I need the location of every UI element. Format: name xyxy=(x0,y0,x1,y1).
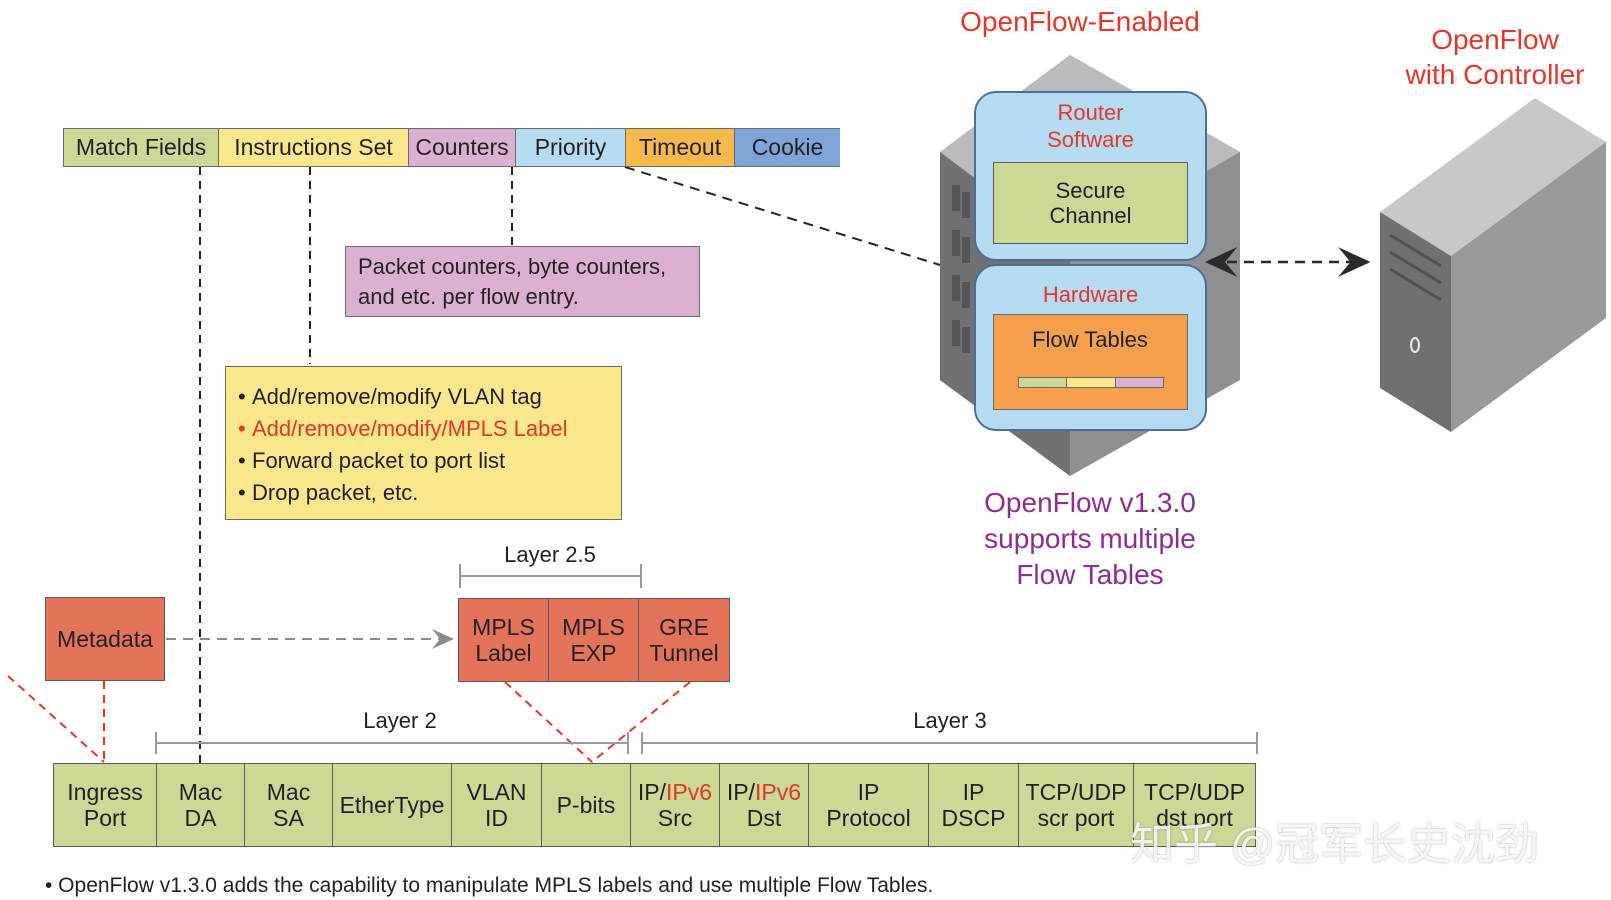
header-field-priority: Priority xyxy=(516,129,626,166)
server-drive-slots xyxy=(1389,233,1442,302)
instructions-list: Add/remove/modify VLAN tag Add/remove/mo… xyxy=(238,381,609,509)
version-note: OpenFlow v1.3.0 supports multiple Flow T… xyxy=(984,487,1196,590)
instruction-item: Add/remove/modify VLAN tag xyxy=(238,381,609,413)
flow-table-strip xyxy=(1018,377,1164,388)
layer3-label: Layer 3 xyxy=(913,708,987,733)
header-field-match-fields: Match Fields xyxy=(64,129,219,166)
footnote: • OpenFlow v1.3.0 adds the capability to… xyxy=(45,874,934,897)
router-software-panel: Router Software Secure Channel xyxy=(974,91,1207,261)
flow-tables-box: Flow Tables xyxy=(993,314,1188,410)
counters-note: Packet counters, byte counters, and etc.… xyxy=(345,246,700,317)
flow-table-segment xyxy=(1067,378,1116,387)
watermark: 知乎 @冠军长史沈劲 xyxy=(1130,820,1539,869)
field-tcp-udp-dst-port: TCP/UDP dst port xyxy=(1133,763,1256,847)
flow-table-segment xyxy=(1019,378,1068,387)
mpls-label-cell: MPLS Label xyxy=(458,598,549,682)
router-title: OpenFlow-Enabled xyxy=(960,6,1200,37)
layer25-bracket xyxy=(459,564,642,588)
router-ports xyxy=(952,185,970,353)
instruction-item: Drop packet, etc. xyxy=(238,477,609,509)
field-vlan-id: VLAN ID xyxy=(451,763,542,847)
ipv6-highlight: IPv6 xyxy=(666,778,713,805)
instruction-item: Add/remove/modify/MPLS Label xyxy=(238,413,609,445)
field-ip-ipv6-dst: IP/IPv6 Dst xyxy=(719,763,809,847)
layer25-label: Layer 2.5 xyxy=(504,542,596,567)
ipv6-highlight: IPv6 xyxy=(755,778,802,805)
field-p-bits: P-bits xyxy=(541,763,631,847)
field-mac-da: Mac DA xyxy=(156,763,245,847)
instructions-box: Add/remove/modify VLAN tag Add/remove/mo… xyxy=(225,366,622,520)
field-tcp-udp-src-port: TCP/UDP scr port xyxy=(1018,763,1134,847)
layer2-label: Layer 2 xyxy=(363,708,437,733)
header-field-counters: Counters xyxy=(409,129,516,166)
flow-entry-header: Match Fields Instructions Set Counters P… xyxy=(63,128,840,167)
layer3-bracket xyxy=(641,732,1258,754)
gre-tunnel-cell: GRE Tunnel xyxy=(638,598,730,682)
power-button-icon xyxy=(1410,337,1420,353)
header-field-instructions-set: Instructions Set xyxy=(219,129,409,166)
flow-table-segment xyxy=(1115,378,1163,387)
mpls-to-pbits-left xyxy=(504,681,593,763)
secure-channel-box: Secure Channel xyxy=(993,162,1188,244)
field-ip-dscp: IP DSCP xyxy=(928,763,1019,847)
controller-title: OpenFlow with Controller xyxy=(1405,24,1585,90)
mpls-to-pbits-right xyxy=(591,681,691,763)
router-hardware-panel: Hardware Flow Tables xyxy=(974,264,1207,431)
instruction-item: Forward packet to port list xyxy=(238,445,609,477)
field-ethertype: EtherType xyxy=(332,763,452,847)
flow-tables-label: Flow Tables xyxy=(1032,327,1148,352)
field-mac-sa: Mac SA xyxy=(244,763,333,847)
router-software-label: Router Software xyxy=(1047,100,1134,152)
metadata-cell: Metadata xyxy=(45,597,165,681)
header-to-router-line xyxy=(624,166,941,266)
mpls-exp-cell: MPLS EXP xyxy=(548,598,639,682)
controller-server xyxy=(1380,98,1606,432)
layer2-bracket xyxy=(155,732,629,754)
ingress-diagonal-line xyxy=(7,675,105,763)
hardware-label: Hardware xyxy=(1042,282,1139,307)
header-field-cookie: Cookie xyxy=(735,129,840,166)
field-ip-ipv6-src: IP/IPv6 Src xyxy=(630,763,720,847)
header-field-timeout: Timeout xyxy=(626,129,735,166)
field-ingress-port: Ingress Port xyxy=(53,763,157,847)
match-field-row: Ingress Port Mac DA Mac SA EtherType VLA… xyxy=(53,763,1256,847)
field-ip-protocol: IP Protocol xyxy=(808,763,929,847)
